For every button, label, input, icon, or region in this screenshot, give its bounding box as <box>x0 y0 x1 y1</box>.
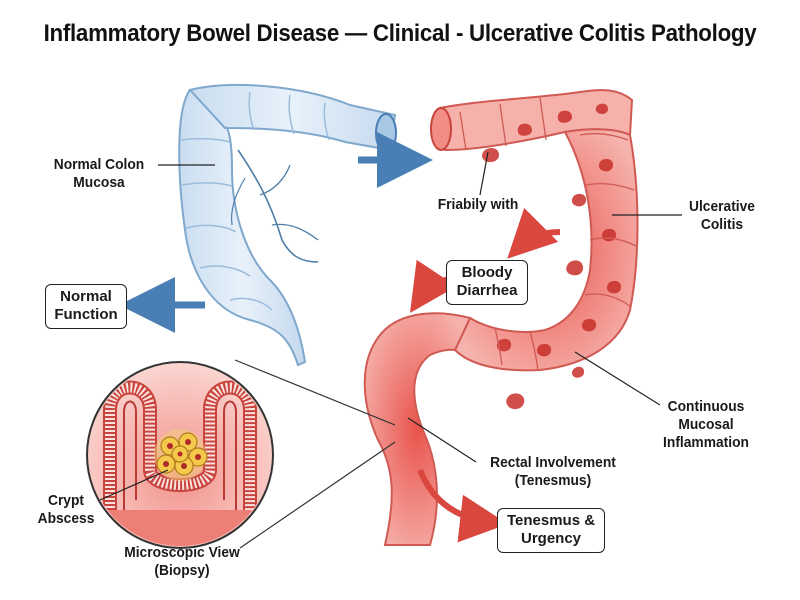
label-tenesmus-urgency: Tenesmus &Urgency <box>497 508 605 553</box>
microscopic-view <box>86 361 274 549</box>
label-rectal-involvement: Rectal Involvement(Tenesmus) <box>490 454 616 489</box>
leader-continuous-inflammation <box>574 351 661 406</box>
crypt-abscess-cluster <box>154 429 208 481</box>
label-microscopic-view: Microscopic View(Biopsy) <box>124 544 240 579</box>
inflamed-colon <box>363 89 639 546</box>
zoom-line-bottom <box>239 441 396 549</box>
leader-crypt-abscess <box>99 469 169 501</box>
leader-rectal-involvement <box>407 417 477 463</box>
zoom-line-top <box>234 359 396 426</box>
friability-arrow <box>507 207 561 259</box>
normal-lumen-opening <box>375 113 397 153</box>
leader-friability <box>479 151 489 196</box>
tenesmus-arrow <box>417 468 508 543</box>
normal-colon <box>178 84 397 367</box>
label-friability: Friabily with <box>437 196 519 213</box>
page-title: Inflammatory Bowel Disease — Clinical - … <box>43 20 757 47</box>
